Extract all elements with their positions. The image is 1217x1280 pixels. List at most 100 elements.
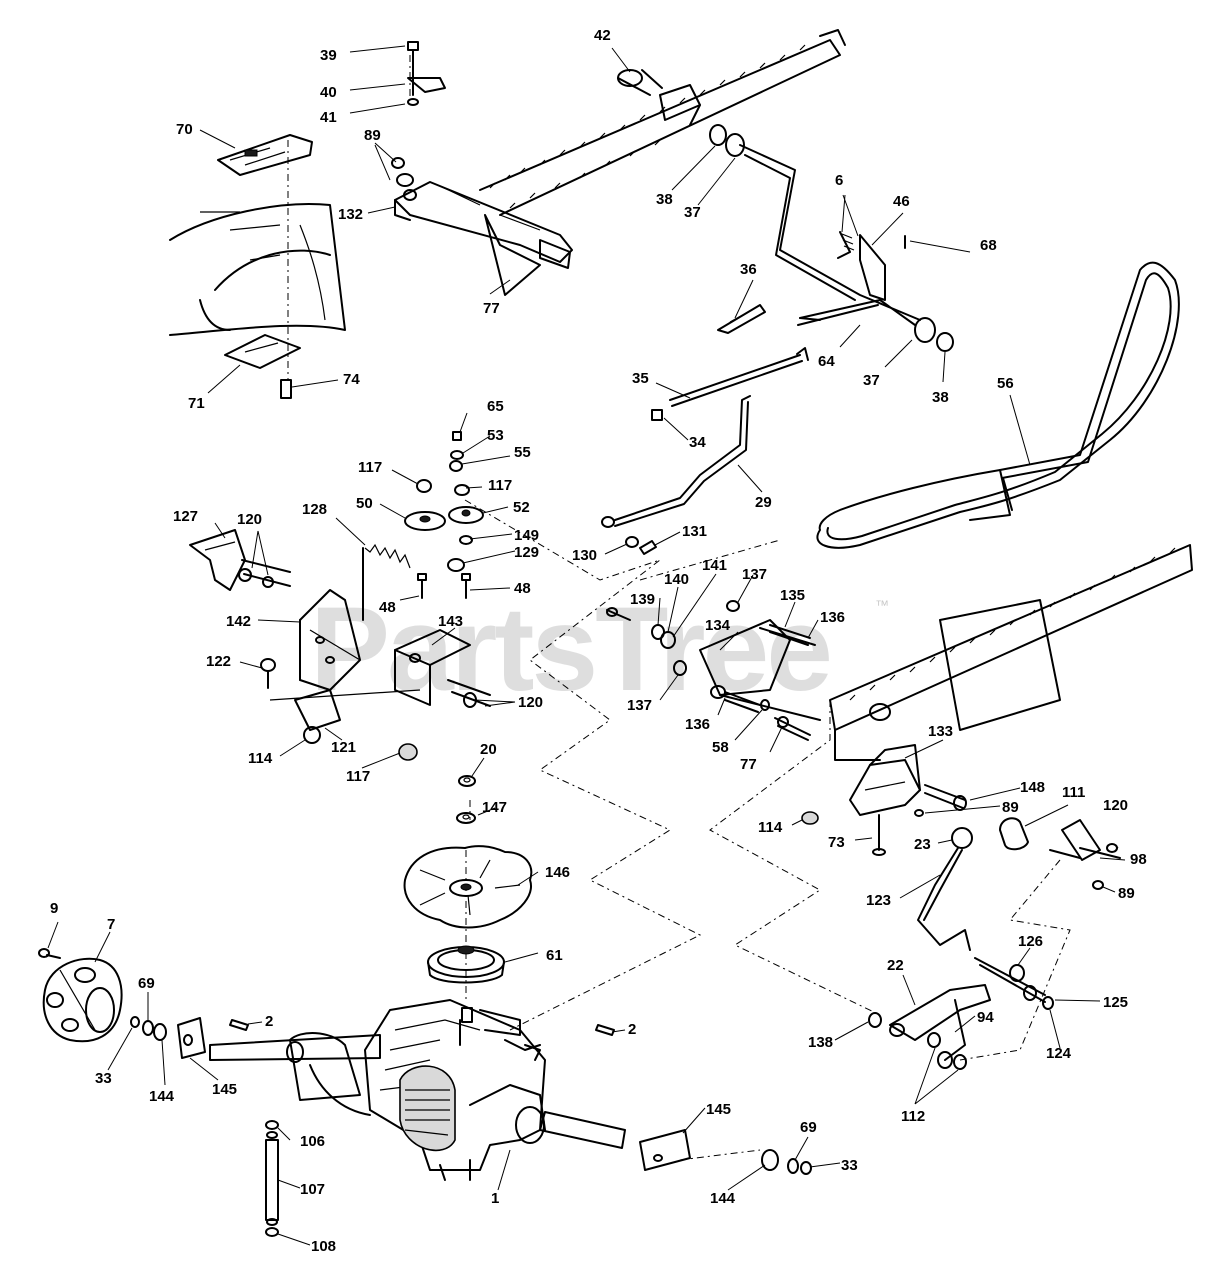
callout-68: 68 [980,237,997,254]
callout-7: 7 [107,916,115,933]
callout-6: 6 [835,172,843,189]
callout-20: 20 [480,741,497,758]
callout-145-b: 145 [706,1101,731,1118]
callout-120-b: 120 [518,694,543,711]
rod-35 [669,347,809,407]
callout-74: 74 [343,371,360,388]
fender-seat-pan [169,203,346,336]
idler-pulley-50 [404,511,446,531]
callout-94: 94 [977,1009,994,1026]
callout-50: 50 [356,495,373,512]
bracket-145-left [177,1017,206,1059]
washer-126-bolts-125-124 [974,957,1054,1010]
callout-111: 111 [1062,784,1085,801]
callout-34: 34 [689,434,706,451]
callout-106: 106 [300,1133,325,1150]
callout-36: 36 [740,261,757,278]
callout-144-b: 144 [710,1190,736,1207]
nut-117-upper [416,479,432,493]
callout-73: 73 [828,834,845,851]
wheel-hub-7 [42,957,123,1043]
callout-122: 122 [206,653,231,670]
bolt-9 [38,948,61,959]
rod-29 [601,395,751,528]
callout-1: 1 [491,1190,499,1207]
nut-137-upper [726,600,740,612]
callout-117: 117 [358,459,382,476]
bolt-135-136 [724,624,811,713]
seat-bracket-70 [217,134,313,176]
callout-147: 147 [482,799,507,816]
callout-61: 61 [546,947,563,964]
callout-114-b: 114 [758,819,783,836]
mount-121-nut-114 [269,689,421,761]
callout-120-c: 120 [1103,797,1128,814]
callout-22: 22 [887,957,904,974]
bolt-65-washer-53-55 [449,431,470,496]
callout-37-lower: 37 [863,372,880,389]
callout-149: 149 [514,527,539,544]
drive-belt-56 [816,261,1180,549]
rod-64 [797,299,881,326]
callout-133: 133 [928,723,953,740]
callout-127: 127 [173,508,198,525]
callout-48: 48 [379,599,396,616]
bolt-74 [280,379,292,399]
bushing-38-37-upper [709,124,745,157]
callout-89: 89 [364,127,381,144]
callout-64: 64 [818,353,835,370]
callout-108: 108 [311,1238,336,1255]
callout-134: 134 [705,617,731,634]
washer-58-pin-77 [760,699,811,741]
callout-112: 112 [901,1108,925,1125]
callout-23: 23 [914,836,931,853]
callout-71: 71 [188,395,205,412]
assembly-dash-lines [287,55,1071,1161]
washers-69-33-left [130,1016,167,1041]
callout-53: 53 [487,427,504,444]
callout-145: 145 [212,1081,237,1098]
callout-29: 29 [755,494,772,511]
callout-117-b: 117 [488,477,512,494]
lift-arm-assembly-132 [391,157,573,296]
callout-141: 141 [702,557,727,574]
lift-shaft [479,29,846,216]
callout-58: 58 [712,739,729,756]
cooling-fan-146 [403,845,533,929]
callout-37: 37 [684,204,701,221]
washer-138 [868,1012,882,1028]
callout-89-b: 89 [1002,799,1019,816]
bracket-6-46 [837,231,886,301]
keys-2 [229,1019,615,1036]
bolts-120-upper [238,559,291,588]
clip-36 [717,304,766,334]
callout-107: 107 [300,1181,325,1198]
callout-126: 126 [1018,933,1043,950]
callout-41: 41 [320,109,337,126]
callout-136-b: 136 [685,716,710,733]
callout-48-b: 48 [514,580,531,597]
callout-40: 40 [320,84,337,101]
callout-52: 52 [513,499,530,516]
callout-114: 114 [248,750,273,767]
callout-65: 65 [487,398,504,415]
bypass-rod-107 [265,1120,279,1237]
washer-147 [456,812,476,824]
callout-98: 98 [1130,851,1147,868]
callout-42: 42 [594,27,611,44]
callout-55: 55 [514,444,531,461]
pedal-link-134 [699,619,821,721]
callout-143: 143 [438,613,463,630]
callout-139: 139 [630,591,655,608]
bracket-145-right [639,1129,691,1171]
callout-140: 140 [664,571,689,588]
callout-146: 146 [545,864,570,881]
callout-89-c: 89 [1118,885,1135,902]
bracket-133 [849,744,921,816]
callout-70: 70 [176,121,193,138]
callout-131: 131 [682,523,707,540]
spring-131-clip-130 [625,536,657,555]
callout-33: 33 [95,1070,112,1087]
callout-128: 128 [302,501,327,518]
